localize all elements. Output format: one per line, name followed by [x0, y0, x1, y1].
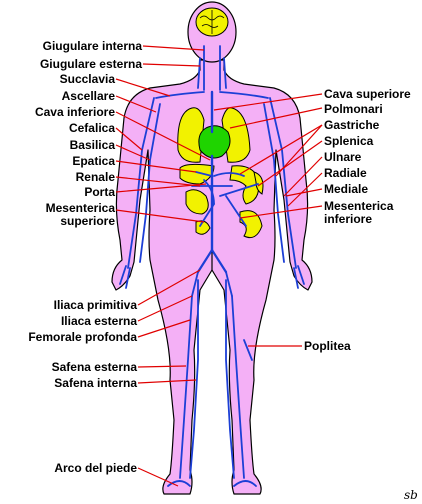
- leader-basilica: [115, 144, 151, 161]
- leader-gastriche-1: [239, 124, 323, 175]
- label-mesenterica-superiore-1: Mesenterica: [46, 201, 116, 215]
- label-iliaca-primitiva: Iliaca primitiva: [54, 298, 138, 312]
- vein-safena-left: [189, 279, 199, 479]
- vein-arco-piede-right: [233, 480, 257, 487]
- label-cava-superiore: Cava superiore: [324, 87, 411, 101]
- label-mesenterica-superiore-2: superiore: [60, 214, 115, 228]
- right-lung: [221, 107, 251, 163]
- labels-left: Giugulare interna Giugulare esterna Succ…: [28, 39, 142, 475]
- leader-radiale: [287, 172, 323, 207]
- label-gastriche: Gastriche: [324, 118, 380, 132]
- label-poplitea: Poplitea: [304, 339, 351, 353]
- brain-folds: [199, 10, 225, 34]
- heart: [198, 125, 231, 159]
- intestine-lower: [195, 220, 211, 235]
- vein-femorale-right: [231, 295, 245, 479]
- leader-giugulare-interna: [142, 45, 205, 51]
- vein-basilica-right: [263, 103, 285, 263]
- label-porta: Porta: [84, 185, 115, 199]
- label-giugulare-esterna: Giugulare esterna: [40, 57, 142, 71]
- leader-safena-esterna: [137, 365, 187, 368]
- vein-giugulare-interna: [203, 45, 221, 91]
- signature: sb: [404, 488, 418, 502]
- vein-femorale-left: [179, 295, 193, 479]
- leader-iliaca-primitiva: [137, 269, 201, 306]
- organs: [177, 7, 264, 239]
- vein-iliaca-esterna: [191, 271, 233, 297]
- label-ascellare: Ascellare: [62, 89, 116, 103]
- label-cefalica: Cefalica: [69, 121, 115, 135]
- label-mesenterica-inferiore-2: inferiore: [324, 212, 372, 226]
- vein-arco-piede-left: [167, 480, 191, 487]
- vein-iliaca-primitiva: [196, 248, 228, 274]
- leader-porta: [115, 183, 207, 193]
- leader-ascellare: [115, 95, 157, 113]
- labels-right: Cava superiore Polmonari Gastriche Splen…: [304, 87, 411, 353]
- leader-giugulare-esterna: [142, 63, 201, 67]
- vein-safena-right: [225, 279, 235, 479]
- leader-ulnare: [283, 156, 323, 197]
- label-epatica: Epatica: [72, 154, 115, 168]
- label-renale: Renale: [76, 170, 116, 184]
- label-mediale: Mediale: [324, 182, 368, 196]
- label-iliaca-esterna: Iliaca esterna: [61, 314, 137, 328]
- vein-poplitea: [243, 339, 253, 361]
- vein-cefalica-right: [269, 97, 297, 269]
- vein-mesenterica-inf: [225, 195, 247, 227]
- vein-giugulare-esterna: [197, 57, 227, 89]
- leader-succlavia: [115, 78, 171, 97]
- label-basilica: Basilica: [70, 138, 116, 152]
- leader-cefalica: [115, 127, 143, 151]
- vein-succlavia: [155, 91, 269, 99]
- leader-epatica: [115, 160, 197, 173]
- leader-renale: [115, 176, 201, 187]
- leader-mesenterica-sup: [115, 209, 205, 223]
- body-outline: [111, 59, 313, 495]
- veins: [119, 45, 305, 487]
- label-safena-interna: Safena interna: [54, 376, 137, 390]
- leader-splenica: [257, 140, 323, 187]
- vein-hand-right: [293, 265, 305, 289]
- vein-porta: [203, 179, 215, 205]
- label-splenica: Splenica: [324, 134, 374, 148]
- label-giugulare-interna: Giugulare interna: [43, 39, 143, 53]
- vein-splenica: [219, 183, 259, 197]
- label-femorale-profonda: Femorale profonda: [28, 330, 137, 344]
- leader-femorale-profonda: [137, 319, 191, 338]
- label-safena-esterna: Safena esterna: [52, 360, 138, 374]
- leader-lines: [115, 45, 323, 487]
- vein-cefalica-left: [127, 97, 155, 269]
- label-radiale: Radiale: [324, 166, 367, 180]
- label-polmonari: Polmonari: [324, 102, 383, 116]
- leader-cava-superiore: [213, 93, 323, 111]
- liver: [179, 163, 215, 185]
- intestines: [185, 189, 209, 215]
- leader-polmonari: [229, 107, 323, 129]
- leader-safena-interna: [137, 379, 197, 384]
- vein-epatica: [195, 171, 213, 177]
- label-cava-inferiore: Cava inferiore: [35, 105, 115, 119]
- label-succlavia: Succlavia: [60, 72, 116, 86]
- leader-mediale: [285, 188, 323, 197]
- label-mesenterica-inferiore-1: Mesenterica: [324, 199, 394, 213]
- leader-arco-del-piede: [137, 467, 179, 487]
- vein-hand-left: [119, 265, 131, 289]
- leader-iliaca-esterna: [137, 295, 193, 322]
- leader-mesenterica-inf: [239, 205, 323, 219]
- label-arco-del-piede: Arco del piede: [54, 461, 137, 475]
- label-ulnare: Ulnare: [324, 150, 362, 164]
- left-lung: [177, 107, 205, 163]
- leader-cava-inferiore: [115, 111, 211, 161]
- vein-gastriche: [213, 172, 245, 177]
